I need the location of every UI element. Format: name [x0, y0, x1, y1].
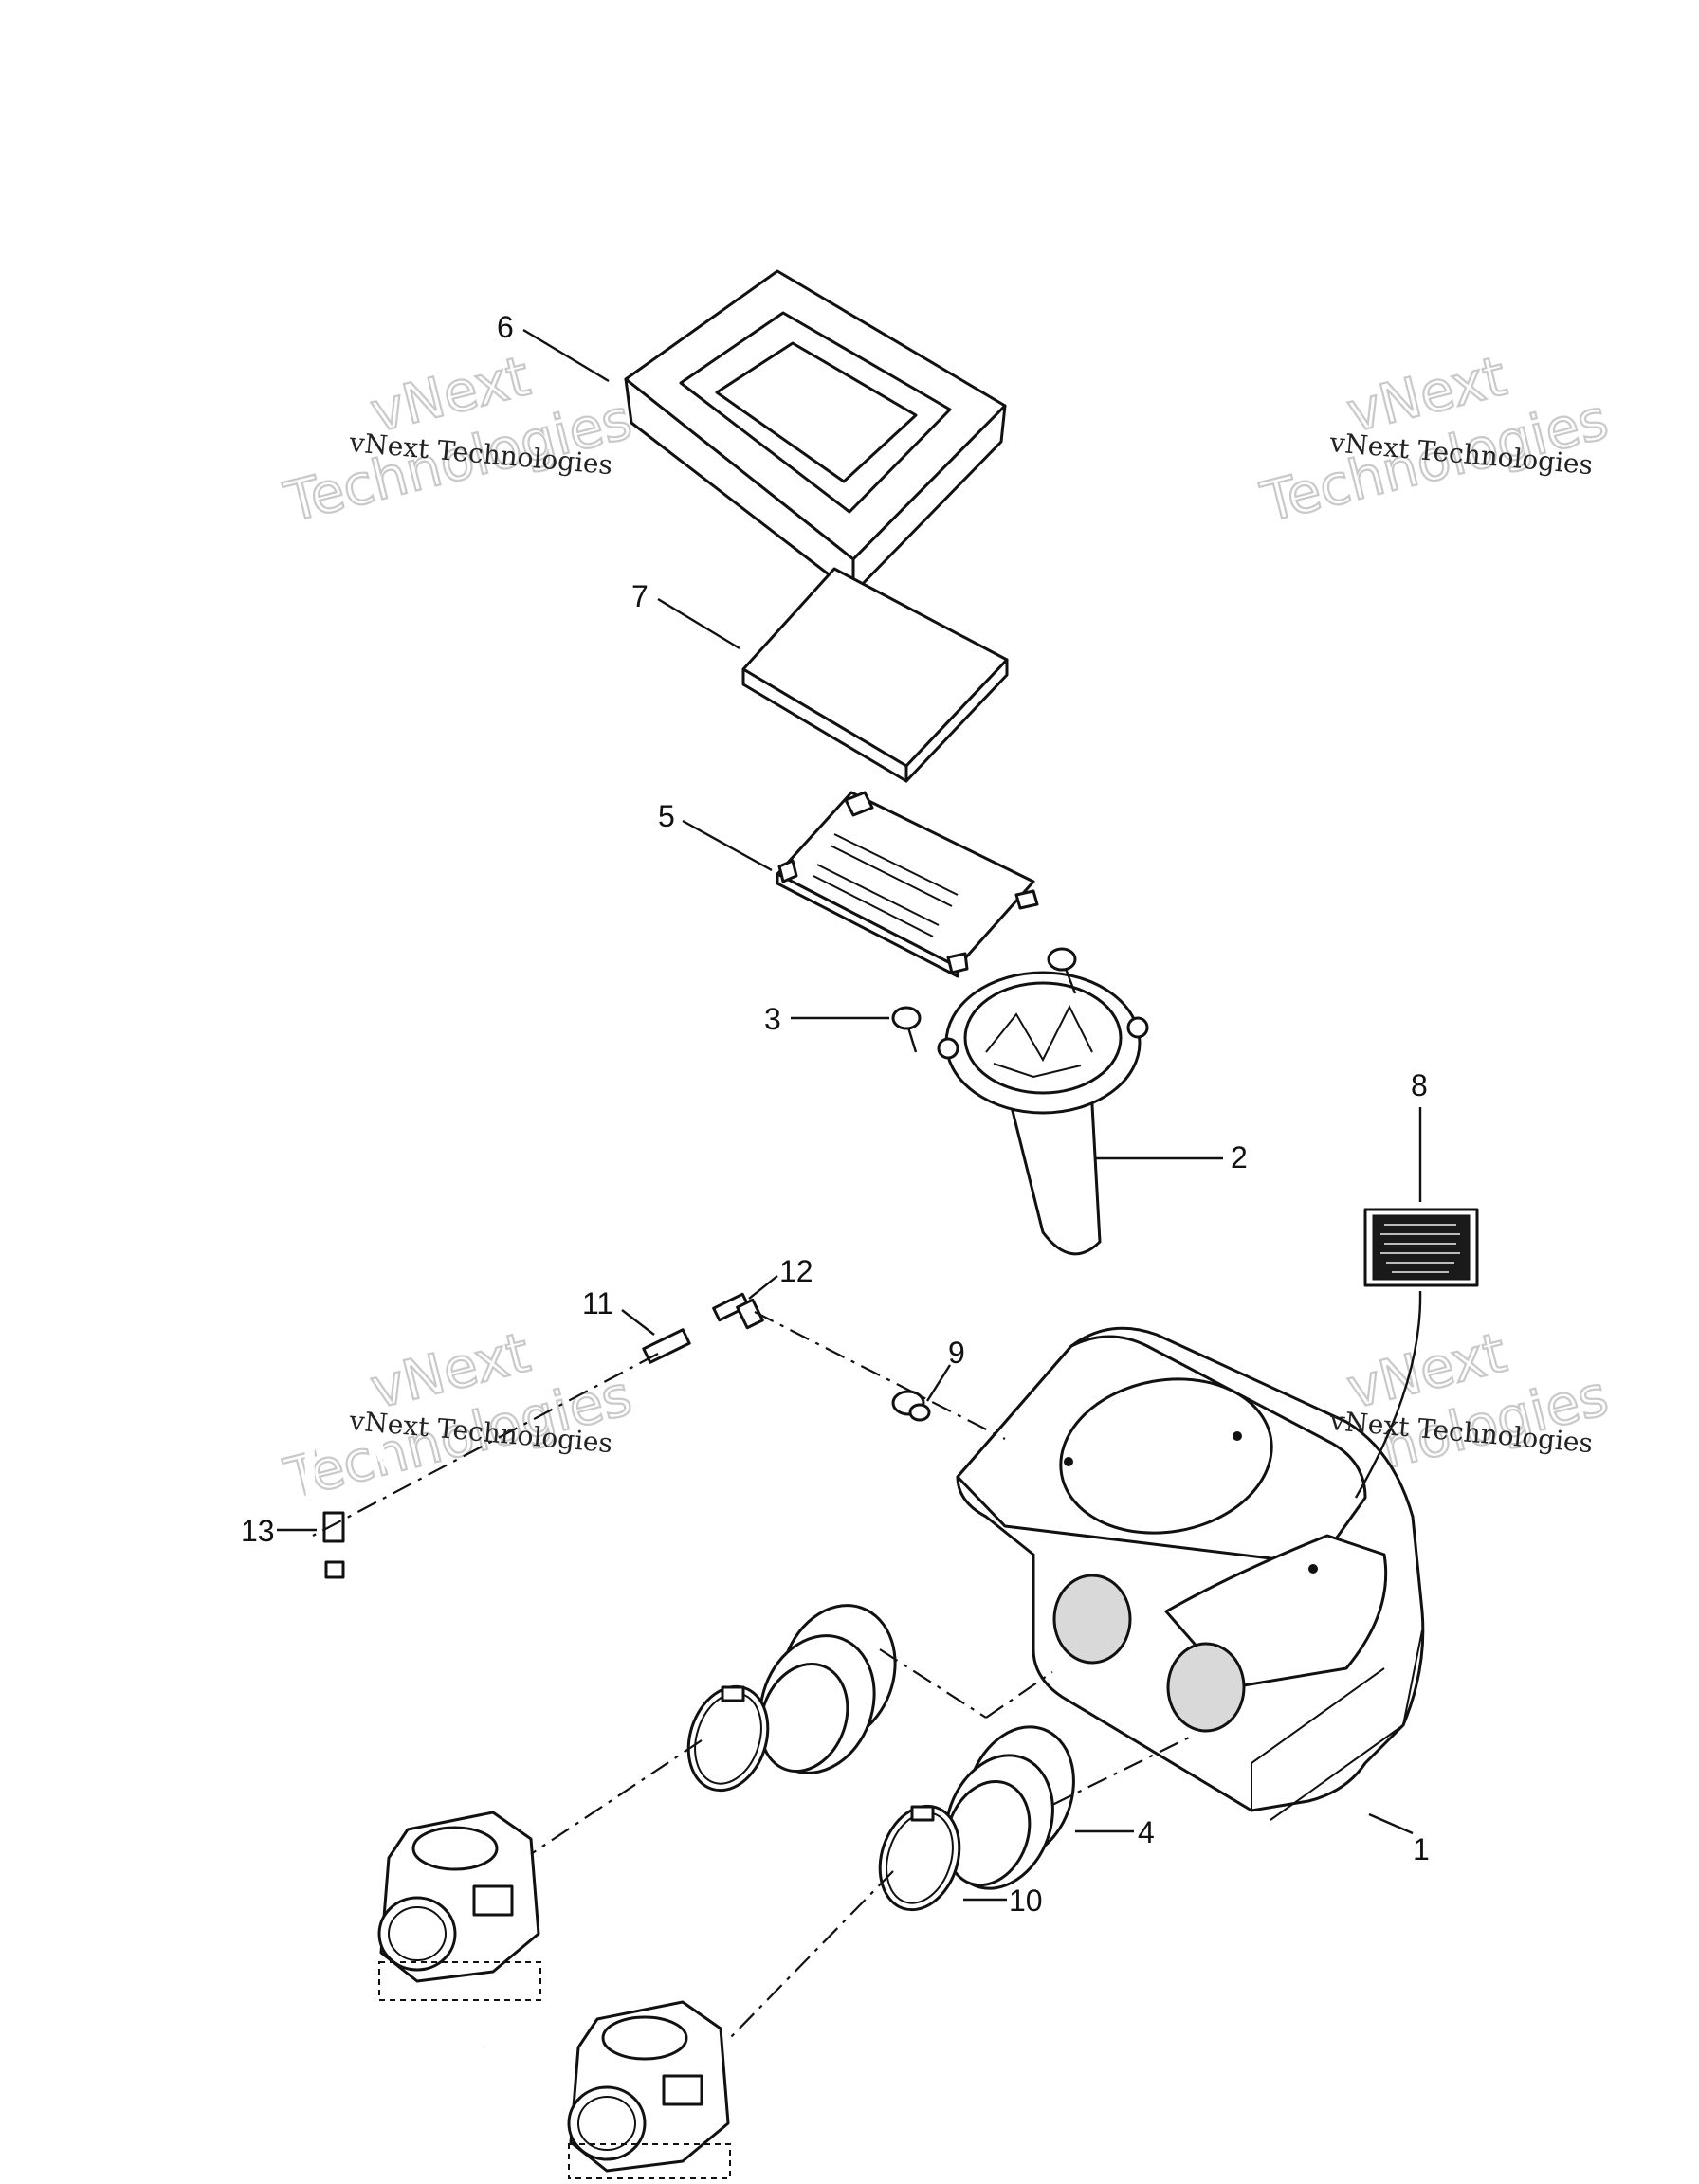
carburetor-lower: [567, 2000, 731, 2179]
callout-6: 6: [497, 310, 514, 344]
callout-1: 1: [1413, 1832, 1430, 1866]
callout-11: 11: [582, 1286, 613, 1320]
part-5-screen-plate: [776, 791, 1039, 978]
watermark-top-left: vNext Technologies: [277, 342, 638, 536]
callout-3: 3: [764, 1002, 781, 1036]
carburetor-upper: [377, 1811, 541, 2001]
leader-lines: [277, 328, 1422, 1902]
callout-7: 7: [631, 579, 649, 613]
callout-5: 5: [658, 799, 675, 833]
callout-10: 10: [1009, 1884, 1043, 1918]
part-4-adaptor-upper: [758, 1604, 897, 1774]
callout-13: 13: [241, 1514, 275, 1548]
callout-8: 8: [1411, 1068, 1428, 1102]
part-2-intake-funnel: [937, 971, 1149, 1256]
part-3-rivet-right: [1047, 947, 1077, 994]
part-10-clamp-upper: [686, 1684, 770, 1793]
part-4-adaptor-lower: [944, 1725, 1075, 1890]
callout-2: 2: [1231, 1140, 1248, 1174]
watermark-bottom-left: vNext Technologies: [277, 1319, 638, 1512]
part-1-airbox: [956, 1326, 1425, 1821]
part-3-rivet-left: [891, 1006, 922, 1053]
part-12-elbow-fitting: [712, 1292, 764, 1330]
part-9-grommet: [891, 1390, 931, 1422]
callout-4: 4: [1138, 1815, 1155, 1849]
part-6-filter-frame: [624, 269, 1007, 595]
watermark-top-right: vNext Technologies: [1253, 342, 1615, 536]
callout-12: 12: [779, 1254, 813, 1288]
callouts: 1 2 3 4 5 6 7 8 9 10 11 12 13: [241, 310, 1430, 1918]
part-10-clamp-lower: [878, 1804, 961, 1912]
part-13-vent-hose: [304, 1363, 766, 2059]
assembly-lines: [312, 1311, 1196, 2039]
part-8-warning-label: [1363, 1208, 1479, 1287]
part-7-filter-pad: [741, 567, 1009, 783]
callout-9: 9: [948, 1336, 965, 1370]
